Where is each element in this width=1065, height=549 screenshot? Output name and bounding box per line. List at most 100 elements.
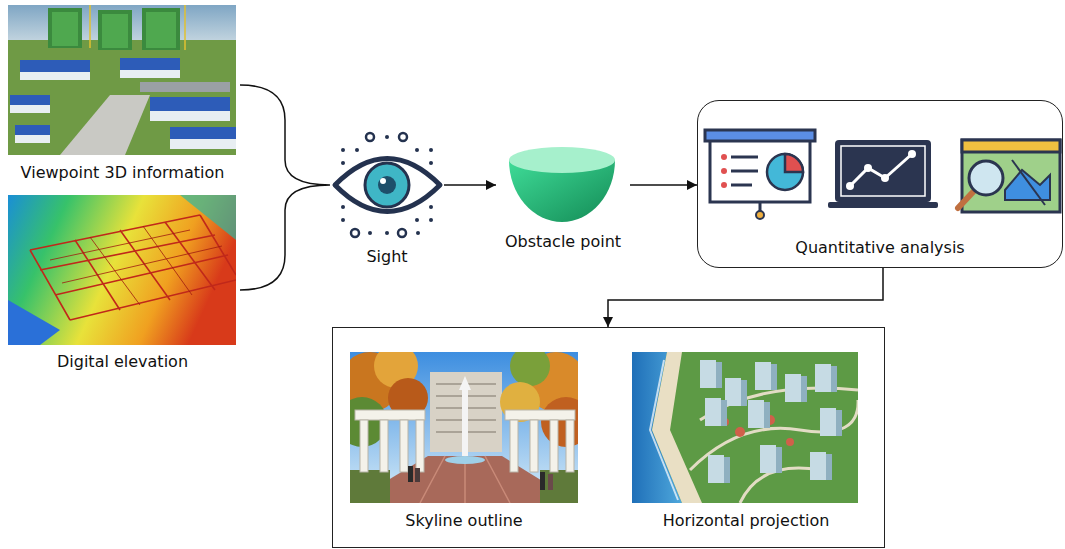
site-model-image — [98, 10, 132, 50]
site-model-image — [184, 5, 186, 50]
laptop-chart-icon — [881, 174, 889, 182]
aerial-plan-image — [741, 380, 747, 406]
skyline-image — [400, 420, 408, 472]
presentation-icon — [756, 211, 764, 219]
aerial-plan-image — [810, 452, 826, 480]
output-box: Skyline outline Horizontal projection — [332, 327, 885, 548]
eye-icon — [341, 161, 345, 165]
skyline-image — [416, 420, 424, 472]
eye-icon — [398, 229, 406, 237]
site-model-image — [10, 95, 50, 105]
point-cloud-image — [30, 215, 236, 320]
presentation-icon — [705, 130, 815, 141]
aerial-plan-image — [764, 402, 770, 428]
skyline-image — [550, 420, 558, 472]
aerial-plan-image — [652, 352, 702, 503]
site-model-image — [102, 14, 128, 48]
skyline-image — [360, 420, 368, 472]
skyline-image — [505, 410, 575, 420]
aerial-plan-image — [826, 454, 832, 480]
node-caption: Digital elevation — [57, 352, 188, 371]
aerial-plan-image — [831, 366, 837, 392]
aerial-plan-image — [820, 408, 836, 436]
eye-icon — [429, 218, 433, 222]
aerial-plan-image — [721, 400, 727, 426]
eye-icon — [429, 148, 433, 152]
icon-node: Sight — [330, 128, 444, 268]
node-caption: Viewpoint 3D information — [21, 163, 225, 182]
site-model-image — [8, 40, 236, 155]
presentation-icon — [721, 154, 727, 160]
skyline-image — [420, 456, 510, 503]
flow-arrow — [444, 184, 496, 186]
aerial-plan-image — [725, 378, 741, 406]
aerial-plan-image — [705, 398, 721, 426]
point-cloud-image — [8, 300, 60, 345]
node-caption: Obstacle point — [505, 232, 621, 251]
aerial-plan-image — [632, 352, 858, 503]
laptop-chart-icon — [828, 140, 938, 208]
aerial-plan-image — [650, 360, 678, 500]
skyline-image — [350, 352, 578, 503]
aerial-plan-image — [815, 364, 831, 392]
aerial-plan-image — [700, 360, 716, 388]
aerial-plan-image — [724, 457, 730, 483]
skyline-image — [408, 466, 413, 482]
image-node: Viewpoint 3D information — [5, 3, 240, 184]
search-window-icon — [969, 161, 1003, 195]
laptop-chart-icon — [828, 202, 938, 208]
site-model-image — [170, 139, 236, 149]
skyline-image — [566, 420, 574, 472]
skyline-image — [510, 352, 550, 386]
site-model-image — [48, 8, 82, 48]
aerial-plan-image — [836, 410, 842, 436]
laptop-chart-icon — [841, 146, 925, 196]
eye-icon — [429, 161, 433, 165]
search-window-icon — [958, 192, 973, 208]
flow-arrow — [630, 184, 697, 186]
skyline-image — [462, 388, 468, 456]
search-window-icon — [962, 140, 1060, 212]
eye-icon — [415, 218, 419, 222]
eye-icon — [335, 133, 440, 237]
skyline-image — [355, 410, 425, 420]
aerial-plan-image — [776, 447, 782, 473]
process-box: Quantitative analysis — [697, 100, 1063, 268]
point-cloud-image — [8, 195, 236, 345]
presentation-icon — [785, 154, 803, 172]
presentation-icon — [759, 203, 762, 211]
icon-node: Obstacle point — [496, 135, 630, 253]
aerial-plan-image — [632, 352, 858, 503]
skyline-image — [415, 468, 420, 482]
presentation-icon — [721, 168, 727, 174]
eye-icon — [368, 231, 372, 235]
site-model-image — [150, 111, 230, 121]
search-window-icon — [962, 140, 1060, 152]
site-model-image — [15, 125, 50, 135]
image-node: Horizontal projection — [632, 352, 860, 532]
skyline-image — [510, 420, 518, 472]
point-cloud-image — [50, 226, 222, 305]
hemisphere-shape — [509, 147, 615, 222]
hemisphere-shape — [509, 147, 615, 173]
node-caption: Skyline outline — [405, 511, 522, 530]
laptop-chart-icon — [846, 182, 854, 190]
image-node: Digital elevation — [5, 193, 240, 373]
flow-arrow — [608, 268, 883, 327]
eye-icon — [385, 135, 389, 139]
eye-icon — [429, 205, 433, 209]
presentation-icon — [721, 182, 727, 188]
presentation-icon — [731, 170, 758, 173]
curly-bracket — [240, 85, 330, 290]
eye-icon — [341, 148, 345, 152]
aerial-plan-image — [690, 388, 858, 503]
point-cloud-image — [8, 195, 236, 345]
aerial-plan-image — [748, 400, 764, 428]
eye-icon — [341, 218, 345, 222]
aerial-plan-image — [801, 376, 807, 402]
aerial-plan-image — [786, 438, 794, 446]
site-model-image — [8, 5, 236, 155]
eye-icon — [415, 148, 419, 152]
eye-icon — [341, 205, 345, 209]
